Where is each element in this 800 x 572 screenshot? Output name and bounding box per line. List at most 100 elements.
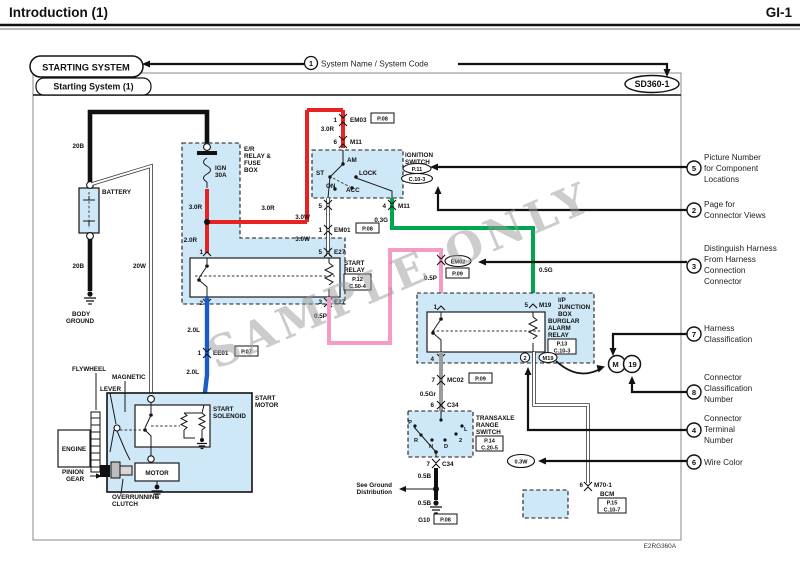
wire-label-05p-b: 0.5P — [314, 313, 327, 320]
engine-label: ENGINE — [62, 446, 86, 453]
callout-3-num: 3 — [692, 262, 696, 271]
callout-system-name: 1 System Name / System Code — [142, 55, 671, 77]
body-ground-symbol — [84, 291, 96, 305]
g10-page: P.08 — [440, 518, 451, 524]
m70-terminal: 6 — [579, 482, 583, 489]
clutch-label-2: CLUTCH — [112, 501, 138, 508]
bcm-label: BCM — [600, 491, 614, 498]
wire-label-30r-a: 3.0R — [189, 204, 203, 211]
e27-name-bottom: E27 — [334, 299, 346, 306]
er-box-label-4: BOX — [244, 167, 258, 174]
wire-label-30r-c: 3.0R — [321, 126, 335, 133]
gray-wire: 7 MC02 P.09 0.5Gr 6 C34 — [420, 352, 493, 411]
body-ground-label-2: GROUND — [66, 318, 94, 325]
wire-label-20b-top: 20B — [72, 143, 84, 150]
callout-8-num: 8 — [692, 388, 696, 397]
em01-name: EM01 — [334, 227, 351, 234]
burglar-terminal-4: 4 — [430, 356, 434, 363]
wire-label-05g: 0.5G — [539, 267, 553, 274]
m19-oval-label: M19 — [543, 356, 554, 362]
transaxle-page: P.14 — [484, 439, 496, 445]
callout-column: 5 Picture Number for Component Locations… — [430, 153, 777, 470]
callout-2-line1: Page for — [704, 200, 735, 209]
burglar-coil — [527, 316, 539, 340]
start-motor-label-2: MOTOR — [255, 402, 279, 409]
fuse-label-2: 30A — [215, 172, 227, 179]
ign-pos-on: ON — [326, 183, 336, 190]
callout-8-line1: Connector — [704, 373, 742, 382]
ign-pos-am: AM — [347, 157, 357, 164]
page-header: Introduction (1) GI-1 — [0, 5, 800, 30]
connector-em03: 1 EM03 P.08 — [333, 112, 395, 127]
wire-label-05b-b: 0.5B — [418, 500, 432, 507]
m11-name-bottom: M11 — [398, 203, 410, 210]
callout-5-line3: Locations — [704, 175, 739, 184]
callout-1-label: System Name / System Code — [321, 60, 429, 69]
callout-5-line1: Picture Number — [704, 153, 761, 162]
burglar-relay-box — [426, 311, 546, 353]
er-box-label-2: RELAY & — [244, 153, 271, 160]
engine-box — [57, 429, 91, 468]
lever-label: LEVER — [100, 386, 121, 393]
m19-number-circle — [622, 354, 642, 374]
wire-label-20r: 2.0R — [184, 237, 198, 244]
pinion-label-1: PINION — [62, 469, 84, 476]
pinion-label-2: GEAR — [66, 476, 85, 483]
ign-pos-lock: LOCK — [359, 170, 377, 177]
m11-terminal-5: 5 — [318, 203, 322, 210]
callout-8-line3: Number — [704, 395, 733, 404]
relay-coil — [323, 262, 335, 286]
relay-terminal-1: 1 — [199, 249, 203, 256]
wire-label-05p-a: 0.5P — [424, 275, 437, 282]
transaxle-label-3: SWITCH — [476, 429, 501, 436]
m11-terminal-6: 6 — [333, 139, 337, 146]
magnetic-label: MAGNETIC — [112, 374, 146, 381]
wire-20w-core — [91, 164, 152, 397]
callout-5-num: 5 — [692, 164, 697, 173]
callout-1-num: 1 — [309, 59, 314, 68]
pos-p: P — [408, 420, 412, 426]
see-ground-1: See Ground — [356, 482, 392, 489]
callout-3-line2: From Harness — [704, 255, 756, 264]
pink-wire: 0.5P 0.5P EM02 P.09 — [314, 248, 472, 345]
flywheel-bar — [90, 411, 101, 473]
terminal-2-circle — [519, 352, 531, 363]
callout-3-line3: Connection — [704, 266, 746, 275]
body-ground-label-1: BODY — [72, 311, 91, 318]
clutch-label-1: OVERRUNNING — [112, 494, 159, 501]
bcm-page: P.15 — [607, 501, 618, 507]
callout-7-num: 7 — [692, 330, 696, 339]
callout-4-line3: Number — [704, 436, 733, 445]
ip-label-3: BOX — [558, 311, 572, 318]
callout-2-line2: Connector Views — [704, 211, 766, 220]
bcm-box — [522, 489, 569, 519]
m11-terminal-4: 4 — [382, 203, 386, 210]
junction-dot-ground — [433, 486, 439, 492]
em03-page: P.08 — [377, 117, 388, 123]
c34-name-bottom: C34 — [442, 461, 454, 468]
ign-picture-ref: P.11 — [412, 167, 422, 173]
system-code: SD360-1 — [635, 79, 670, 89]
wire-label-30w-b: 3.0W — [295, 236, 310, 243]
e27-terminal-5: 5 — [318, 249, 322, 256]
ee01-name: EE01 — [213, 350, 229, 357]
wire-20b-top — [87, 109, 210, 188]
fuse-symbol — [203, 157, 211, 188]
figure-code: E2RG360A — [644, 543, 677, 550]
callout-3-line4: Connector — [704, 277, 742, 286]
callout-6-num: 6 — [692, 458, 696, 467]
callout-6-line1: Wire Color — [704, 458, 743, 467]
connector-em02: EM02 P.09 — [436, 254, 472, 279]
pos-l: L — [464, 427, 468, 433]
m19-oval — [538, 351, 558, 364]
junction-dot-red — [204, 219, 210, 225]
mc02-page: P.09 — [475, 377, 486, 383]
em03-terminal: 1 — [333, 117, 337, 124]
ip-label-1: I/P — [558, 297, 566, 304]
transaxle-conn: C.20-5 — [481, 445, 498, 451]
c34-terminal-6: 6 — [430, 402, 434, 409]
pos-r: R — [414, 438, 418, 444]
m19-harness-letter: M — [612, 360, 618, 369]
m11-name-top: M11 — [350, 139, 362, 146]
